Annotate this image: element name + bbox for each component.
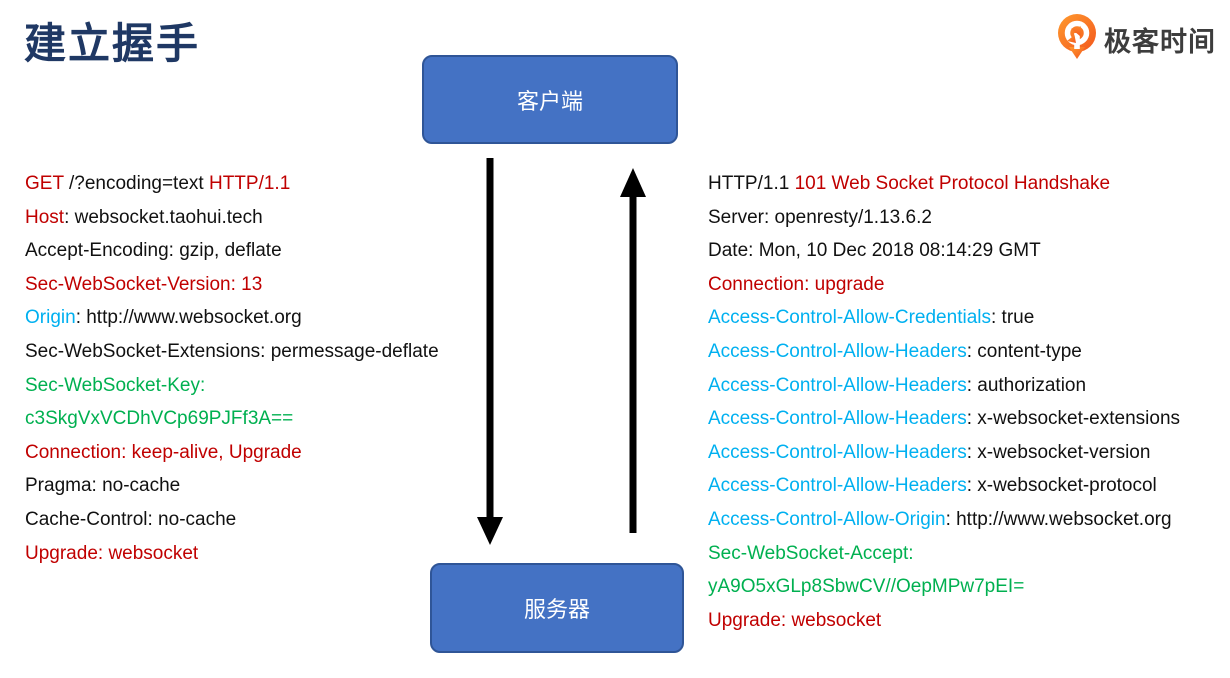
header-line: GET /?encoding=text HTTP/1.1 xyxy=(25,167,439,201)
geektime-logo-text: 极客时间 xyxy=(1104,27,1216,57)
header-line: Access-Control-Allow-Headers: x-websocke… xyxy=(708,402,1180,436)
geektime-pin-icon xyxy=(1056,13,1098,66)
header-segment-black: Accept-Encoding: gzip, deflate xyxy=(25,240,282,262)
header-line: yA9O5xGLp8SbwCV//OepMPw7pEI= xyxy=(708,570,1180,604)
header-segment-red: Host xyxy=(25,206,65,228)
request-arrow-down xyxy=(477,158,503,545)
geektime-logo: 极客时间 xyxy=(1056,13,1216,66)
header-segment-black: Server: openresty/1.13.6.2 xyxy=(708,206,932,228)
header-segment-red: Sec-WebSocket-Version: 13 xyxy=(25,273,263,295)
header-segment-blue: Access-Control-Allow-Credentials xyxy=(708,307,991,329)
response-arrow-up xyxy=(620,168,646,533)
header-segment-blue: Access-Control-Allow-Headers xyxy=(708,408,967,430)
header-line: Accept-Encoding: gzip, deflate xyxy=(25,234,439,268)
header-line: Sec-WebSocket-Extensions: permessage-def… xyxy=(25,335,439,369)
header-line: Sec-WebSocket-Key: xyxy=(25,369,439,403)
header-segment-red: Upgrade: websocket xyxy=(708,609,882,631)
header-segment-red: Connection: keep-alive, Upgrade xyxy=(25,441,302,463)
header-segment-black: : x-websocket-extensions xyxy=(966,408,1181,430)
header-segment-red: Connection: upgrade xyxy=(708,273,885,295)
header-segment-black: : http://www.websocket.org xyxy=(75,307,302,329)
header-segment-black: HTTP/1.1 xyxy=(708,173,795,194)
header-segment-green: yA9O5xGLp8SbwCV//OepMPw7pEI= xyxy=(708,576,1025,598)
header-line: Connection: upgrade xyxy=(708,268,1180,302)
header-segment-blue: Origin xyxy=(25,307,76,329)
header-segment-black: Sec-WebSocket-Extensions: permessage-def… xyxy=(25,340,439,362)
header-segment-black: Pragma: no-cache xyxy=(25,475,181,497)
header-line: Pragma: no-cache xyxy=(25,469,439,503)
client-node: 客户端 xyxy=(422,55,678,144)
header-line: Upgrade: websocket xyxy=(25,537,439,571)
header-segment-black: : websocket.taohui.tech xyxy=(64,206,263,228)
header-line: Sec-WebSocket-Version: 13 xyxy=(25,268,439,302)
header-line: Access-Control-Allow-Headers: content-ty… xyxy=(708,335,1180,369)
server-node-label: 服务器 xyxy=(523,597,590,622)
header-segment-green: Sec-WebSocket-Accept: xyxy=(708,542,914,564)
header-line: Origin: http://www.websocket.org xyxy=(25,301,439,335)
header-line: Access-Control-Allow-Credentials: true xyxy=(708,301,1180,335)
header-line: Access-Control-Allow-Headers: authorizat… xyxy=(708,369,1180,403)
header-segment-black: : x-websocket-protocol xyxy=(966,475,1157,497)
header-line: Upgrade: websocket xyxy=(708,604,1180,638)
page-title: 建立握手 xyxy=(24,20,201,67)
header-line: Server: openresty/1.13.6.2 xyxy=(708,201,1180,235)
header-line: HTTP/1.1 101 Web Socket Protocol Handsha… xyxy=(708,167,1180,201)
header-segment-blue: Access-Control-Allow-Headers xyxy=(708,441,967,463)
header-segment-blue: Access-Control-Allow-Headers xyxy=(708,340,967,362)
header-segment-black: : http://www.websocket.org xyxy=(945,508,1172,530)
header-line: Connection: keep-alive, Upgrade xyxy=(25,436,439,470)
header-line: Access-Control-Allow-Headers: x-websocke… xyxy=(708,436,1180,470)
header-line: Sec-WebSocket-Accept: xyxy=(708,537,1180,571)
header-line: Cache-Control: no-cache xyxy=(25,503,439,537)
header-segment-blue: Access-Control-Allow-Headers xyxy=(708,475,967,497)
header-line: Date: Mon, 10 Dec 2018 08:14:29 GMT xyxy=(708,234,1180,268)
server-node: 服务器 xyxy=(430,563,684,653)
header-segment-black: : true xyxy=(990,307,1035,329)
header-line: Access-Control-Allow-Origin: http://www.… xyxy=(708,503,1180,537)
header-segment-green: Sec-WebSocket-Key: xyxy=(25,374,206,396)
header-segment-red: Upgrade: websocket xyxy=(25,542,199,564)
header-segment-black: : x-websocket-version xyxy=(966,441,1151,463)
client-node-label: 客户端 xyxy=(516,88,583,114)
header-segment-black: Cache-Control: no-cache xyxy=(25,508,237,530)
header-segment-blue: Access-Control-Allow-Origin xyxy=(708,508,946,530)
header-segment-red: 101 Web Socket Protocol Handshake xyxy=(794,173,1111,194)
header-line: Access-Control-Allow-Headers: x-websocke… xyxy=(708,469,1180,503)
header-segment-black: Date: Mon, 10 Dec 2018 08:14:29 GMT xyxy=(708,240,1041,262)
header-line: c3SkgVxVCDhVCp69PJFf3A== xyxy=(25,402,439,436)
header-segment-black: : authorization xyxy=(966,374,1087,396)
header-segment-black: /?encoding=text xyxy=(63,173,209,194)
header-segment-green: c3SkgVxVCDhVCp69PJFf3A== xyxy=(25,408,294,430)
header-segment-red: GET xyxy=(25,173,64,194)
header-segment-black: : content-type xyxy=(966,340,1082,362)
header-line: Host: websocket.taohui.tech xyxy=(25,201,439,235)
header-segment-red: HTTP/1.1 xyxy=(208,173,291,194)
response-headers: HTTP/1.1 101 Web Socket Protocol Handsha… xyxy=(708,167,1180,637)
header-segment-blue: Access-Control-Allow-Headers xyxy=(708,374,967,396)
